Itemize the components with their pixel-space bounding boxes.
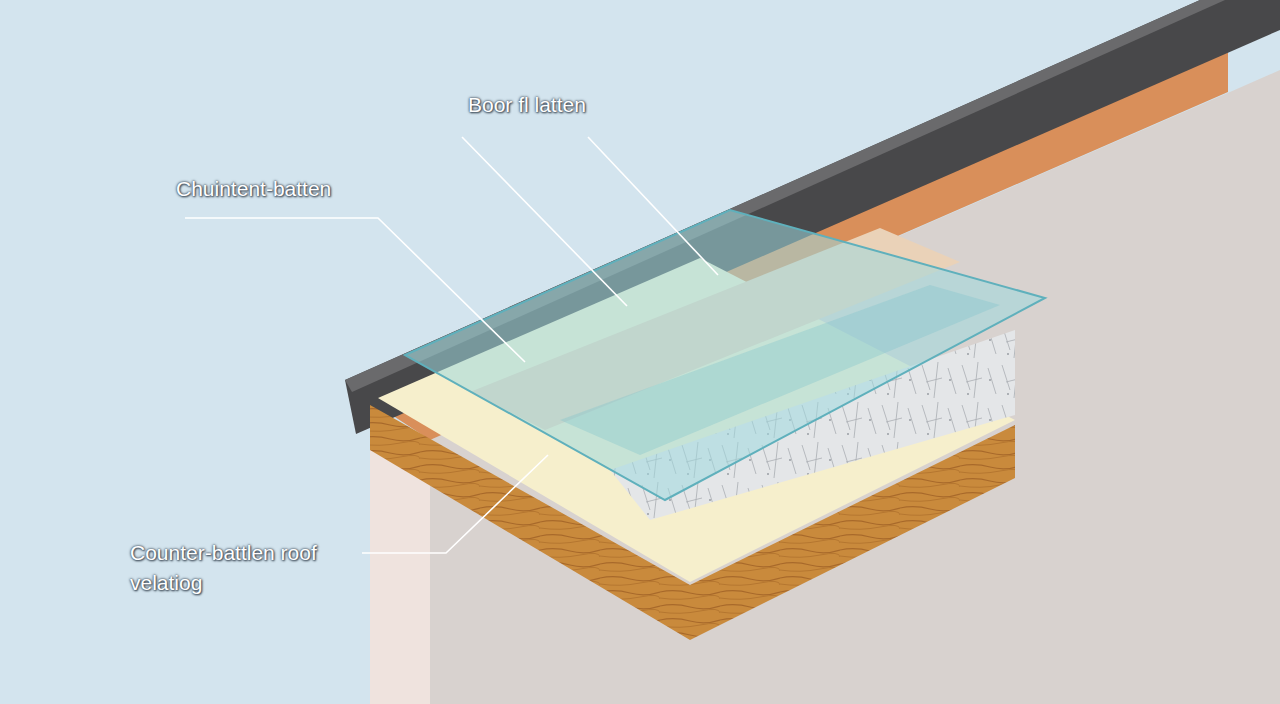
part-label: Chuintent-batten <box>176 174 416 204</box>
part-label: Boor fl latten <box>468 90 688 120</box>
glass-shade <box>560 285 1000 455</box>
glass-pane <box>405 210 1045 500</box>
leader-line <box>185 218 525 362</box>
leader-line <box>462 137 627 306</box>
leader-line <box>362 455 548 553</box>
part-label: Counter-battlen roof velatiog <box>130 538 330 598</box>
leader-line <box>588 137 718 275</box>
